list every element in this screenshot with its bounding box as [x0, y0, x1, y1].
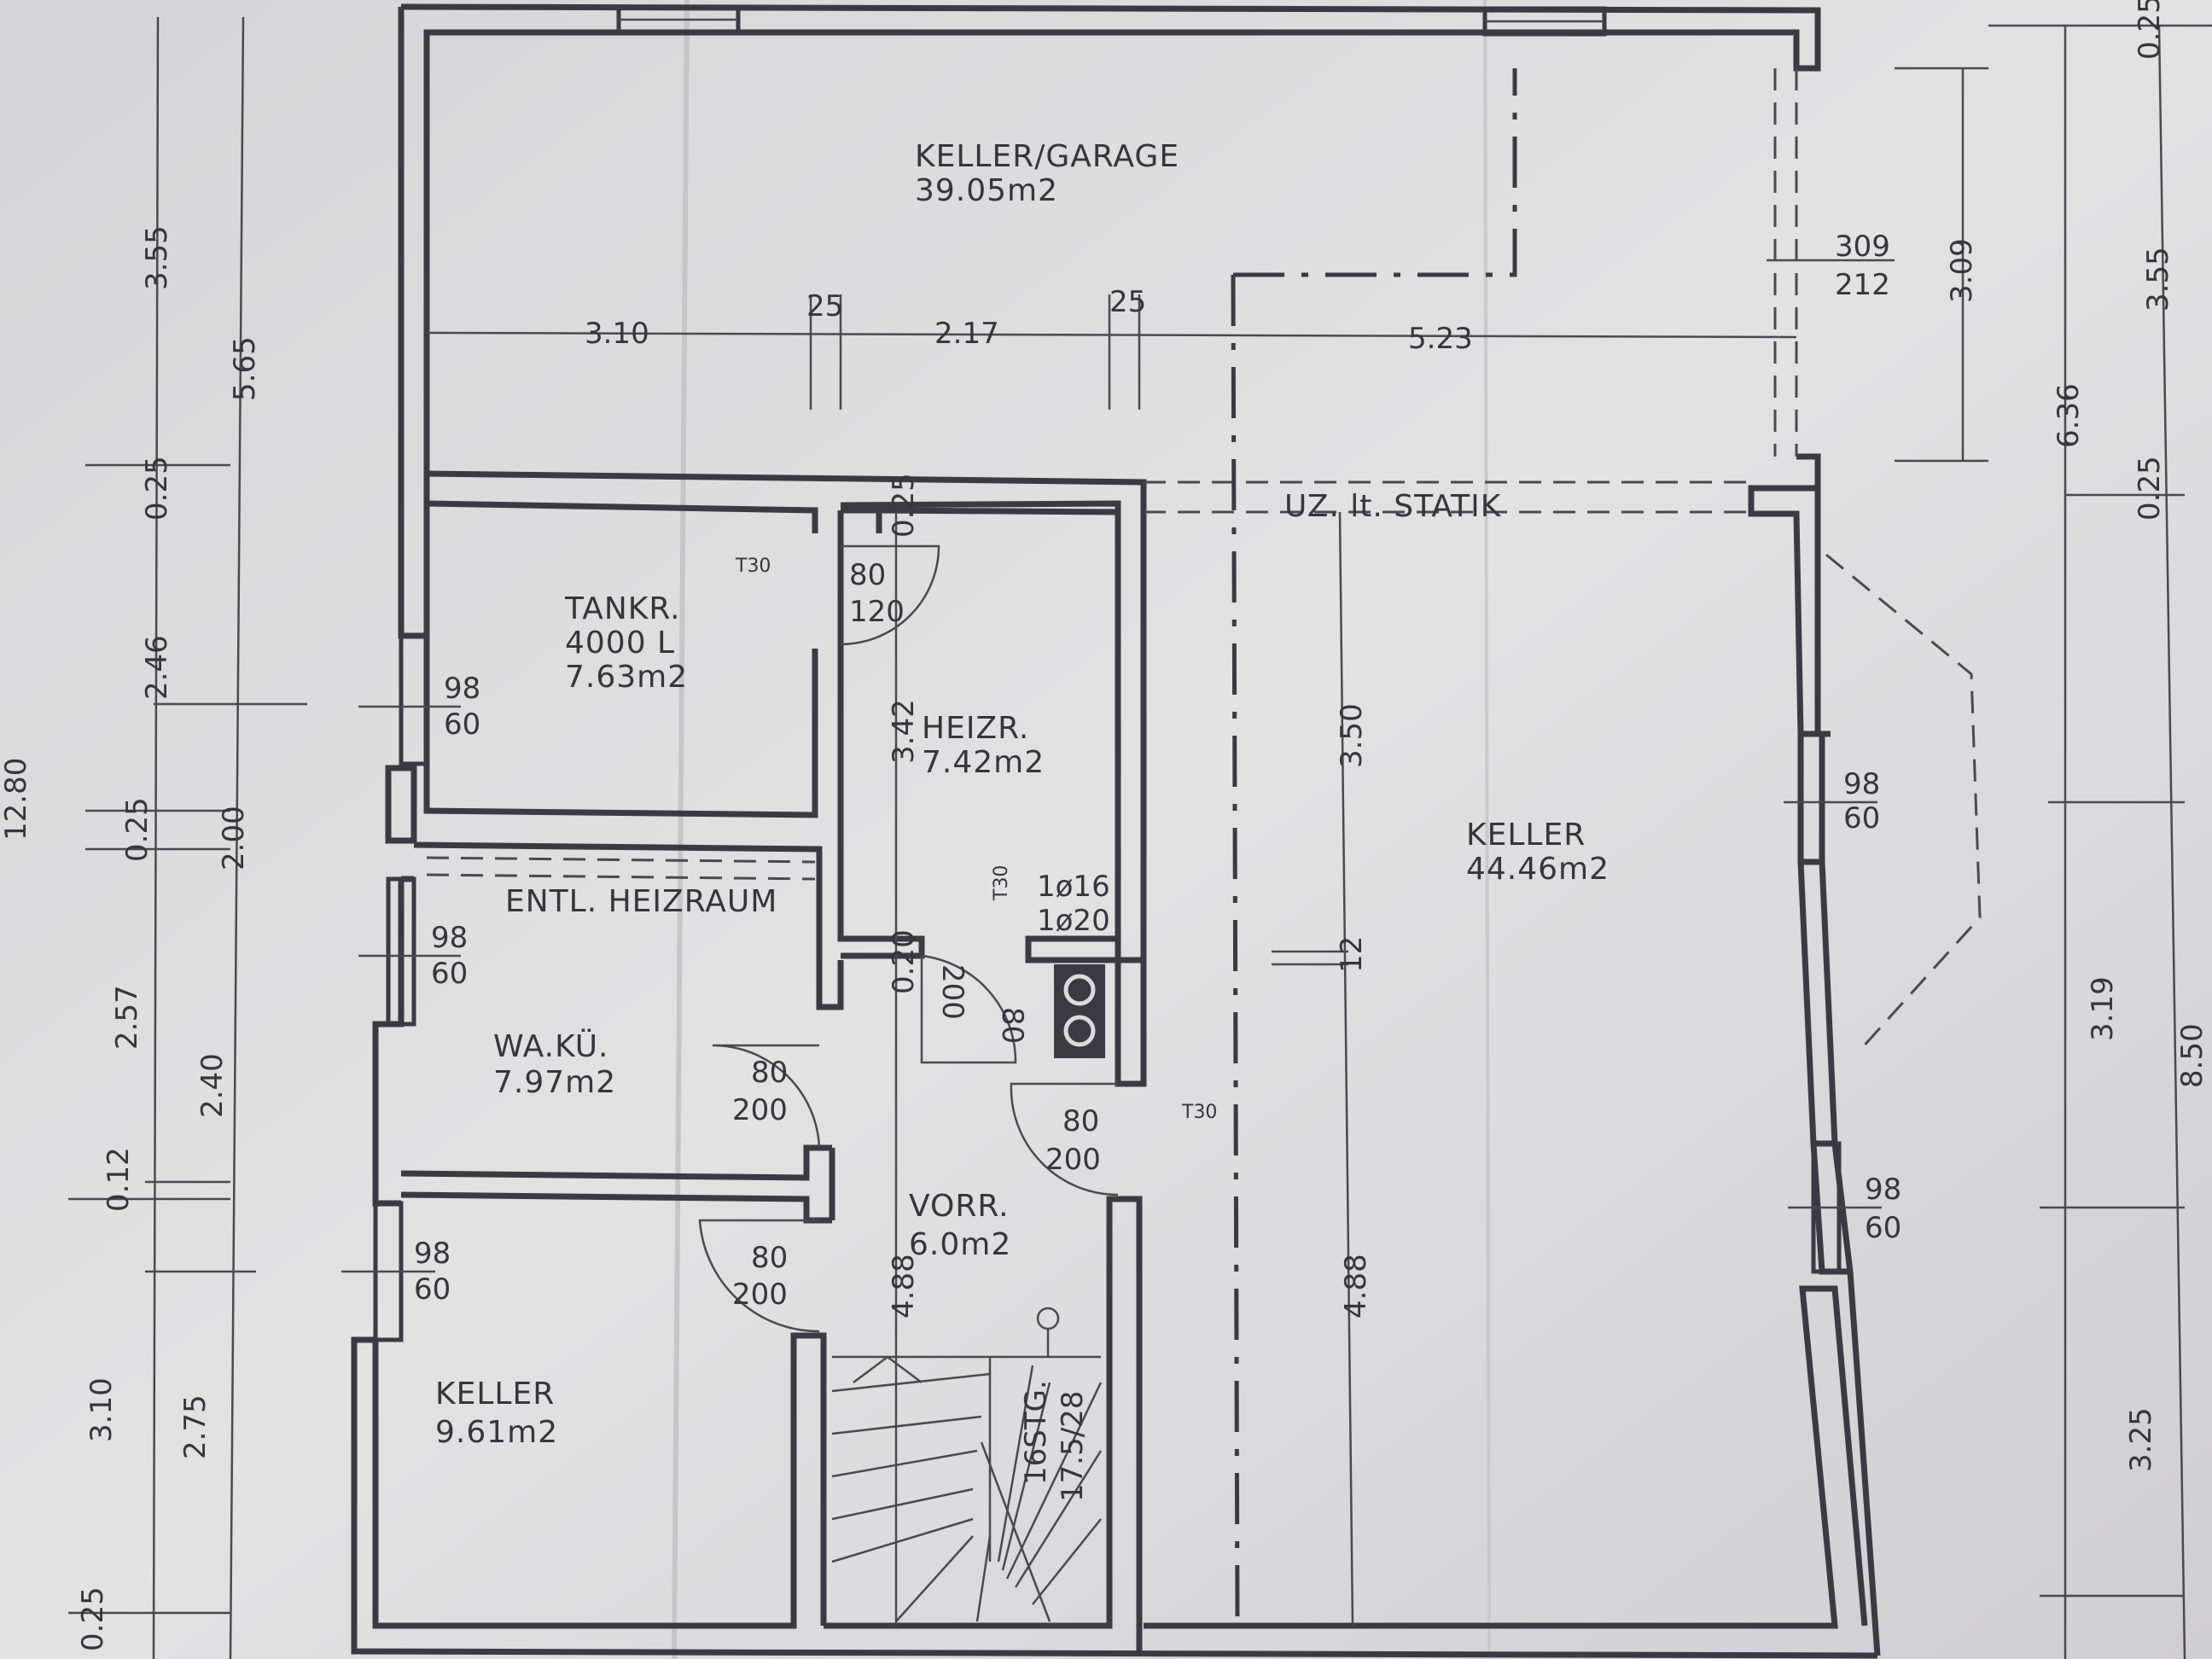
- dim-25-b: 25: [1109, 285, 1146, 319]
- dim-0-25: 0.25: [140, 456, 174, 521]
- pipe-note-2: 1ø20: [1037, 904, 1110, 938]
- stairs-count: 16STG.: [1019, 1380, 1053, 1485]
- door-200: 200: [732, 1278, 788, 1312]
- dim-309: 309: [1835, 230, 1890, 264]
- waku-name: WA.KÜ.: [493, 1028, 609, 1064]
- dim-2-40: 2.40: [195, 1053, 230, 1118]
- paper-fold: [1483, 0, 1491, 1659]
- t30-label: T30: [735, 556, 771, 577]
- pipe-note-1: 1ø16: [1037, 870, 1110, 904]
- door-120: 120: [849, 595, 905, 629]
- dim-3-09: 3.09: [1945, 238, 1979, 303]
- structural-dashes: [426, 68, 1982, 1622]
- dim-4-88: 4.88: [1339, 1254, 1373, 1318]
- notes: UZ. lt. STATIK 1ø16 1ø20 T30 T30 T30 16S…: [735, 489, 1502, 1502]
- waku-area: 7.97m2: [493, 1065, 616, 1100]
- tank-area: 7.63m2: [565, 660, 688, 695]
- window-60: 60: [1865, 1211, 1901, 1245]
- dim-4-88: 4.88: [887, 1254, 921, 1318]
- door-200: 200: [732, 1093, 788, 1127]
- dim-6-36: 6.36: [2052, 383, 2086, 448]
- paper-fold: [672, 0, 690, 1659]
- entl-heizraum-name: ENTL. HEIZRAUM: [505, 884, 777, 919]
- keller-small-area: 9.61m2: [435, 1415, 558, 1450]
- dim-0-20: 0.20: [887, 929, 921, 994]
- door-80-rotated: 80: [995, 1007, 1029, 1044]
- t30-label: T30: [991, 865, 1012, 901]
- dim-0-25: 0.25: [2133, 0, 2167, 60]
- door-80: 80: [1062, 1104, 1099, 1138]
- staircase: [831, 1307, 1103, 1622]
- tank-name: TANKR.: [564, 591, 681, 626]
- vorr-name: VORR.: [909, 1189, 1010, 1224]
- dim-212: 212: [1835, 268, 1890, 302]
- dim-0-25: 0.25: [76, 1586, 110, 1651]
- dim-2-57: 2.57: [110, 985, 144, 1050]
- dim-5-65: 5.65: [228, 336, 262, 401]
- window-98: 98: [444, 672, 480, 706]
- dim-3-10-left: 3.10: [84, 1377, 119, 1442]
- tank-capacity: 4000 L: [565, 626, 675, 661]
- t30-label: T30: [1181, 1102, 1217, 1123]
- doors: [698, 544, 1119, 1333]
- dim-3-55-right: 3.55: [2141, 247, 2175, 311]
- dim-12: 12: [1335, 936, 1369, 973]
- door-200-rotated: 200: [935, 964, 969, 1020]
- window-98: 98: [1865, 1173, 1901, 1207]
- dim-2-75: 2.75: [178, 1394, 212, 1459]
- garage-area: 39.05m2: [915, 173, 1058, 208]
- window-60: 60: [1843, 801, 1880, 835]
- dim-3-55-left: 3.55: [140, 225, 174, 290]
- door-80: 80: [849, 558, 886, 592]
- dim-5-23: 5.23: [1408, 322, 1473, 356]
- keller-small-name: KELLER: [435, 1377, 555, 1412]
- room-labels: KELLER/GARAGE 39.05m2 TANKR. 4000 L 7.63…: [435, 139, 1610, 1450]
- heiz-area: 7.42m2: [922, 745, 1045, 780]
- dim-3-10-top: 3.10: [585, 317, 649, 351]
- window-60: 60: [414, 1272, 451, 1307]
- dim-3-19: 3.19: [2086, 976, 2120, 1041]
- stairs-ratio: 17.5/28: [1056, 1391, 1090, 1502]
- dim-2-00: 2.00: [217, 806, 251, 870]
- dim-12-80: 12.80: [0, 758, 33, 841]
- door-200: 200: [1045, 1143, 1101, 1177]
- dim-0-25: 0.25: [2133, 456, 2167, 521]
- dim-0-25: 0.25: [887, 473, 921, 538]
- window-60: 60: [444, 707, 480, 742]
- dim-2-17: 2.17: [934, 317, 999, 351]
- door-80: 80: [751, 1241, 788, 1275]
- dim-0-25: 0.25: [120, 797, 154, 862]
- keller-big-name: KELLER: [1466, 818, 1586, 853]
- door-80: 80: [751, 1056, 788, 1090]
- window-98: 98: [431, 921, 468, 955]
- window-60: 60: [431, 957, 468, 991]
- dim-3-50: 3.50: [1335, 703, 1369, 768]
- dimension-lines: [68, 16, 2212, 1659]
- vorr-area: 6.0m2: [909, 1227, 1011, 1262]
- keller-big-area: 44.46m2: [1466, 852, 1610, 887]
- dim-2-46: 2.46: [140, 635, 174, 700]
- dim-3-25: 3.25: [2124, 1407, 2158, 1472]
- heiz-name: HEIZR.: [922, 711, 1029, 746]
- dim-8-50: 8.50: [2175, 1023, 2209, 1088]
- statik-note: UZ. lt. STATIK: [1284, 489, 1502, 524]
- garage-name: KELLER/GARAGE: [915, 139, 1179, 174]
- window-98: 98: [1843, 767, 1880, 801]
- stove-icon: [1054, 964, 1105, 1058]
- window-98: 98: [414, 1237, 451, 1271]
- dim-0-12: 0.12: [102, 1147, 136, 1212]
- dim-25-a: 25: [806, 289, 843, 323]
- dim-3-42: 3.42: [887, 699, 921, 764]
